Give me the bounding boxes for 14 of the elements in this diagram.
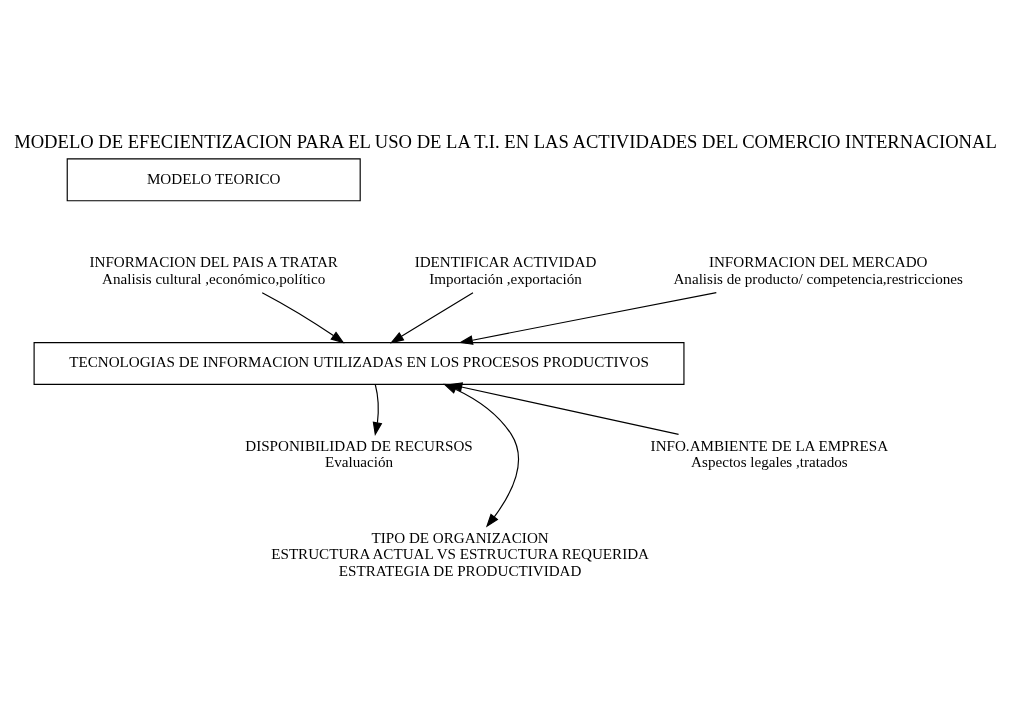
arrow <box>389 292 474 344</box>
node-text: DISPONIBILIDAD DE RECURSOS Evaluación <box>245 438 473 471</box>
node-text: TIPO DE ORGANIZACION ESTRUCTURA ACTUAL VS ESTRUCTURA REQUERIDA ESTRATEGIA DE PRODUCTIVIDAD <box>271 529 650 579</box>
arrow <box>458 292 717 345</box>
node-text: IDENTIFICAR ACTIVIDAD Importación ,exportación <box>414 254 597 287</box>
node-text: INFORMACION DEL PAIS A TRATAR Analisis cultural ,económico,político <box>89 254 338 287</box>
node-box: MODELO TEORICO <box>66 158 361 202</box>
node-text: INFO.AMBIENTE DE LA EMPRESA Aspectos legales ,tratados <box>650 438 889 471</box>
node-box: TECNOLOGIAS DE INFORMACION UTILIZADAS EN LOS PROCESOS PRODUCTIVOS <box>33 341 685 385</box>
arrow <box>448 382 680 435</box>
arrow <box>372 383 383 437</box>
arrow <box>261 292 345 344</box>
node-text: INFORMACION DEL MERCADO Analisis de producto/ competencia,restricciones <box>673 254 963 287</box>
diagram-title: MODELO DE EFECIENTIZACION PARA EL USO DE LA T.I. EN LAS ACTIVIDADES DEL COMERCIO INTERNACIONAL <box>14 131 997 153</box>
